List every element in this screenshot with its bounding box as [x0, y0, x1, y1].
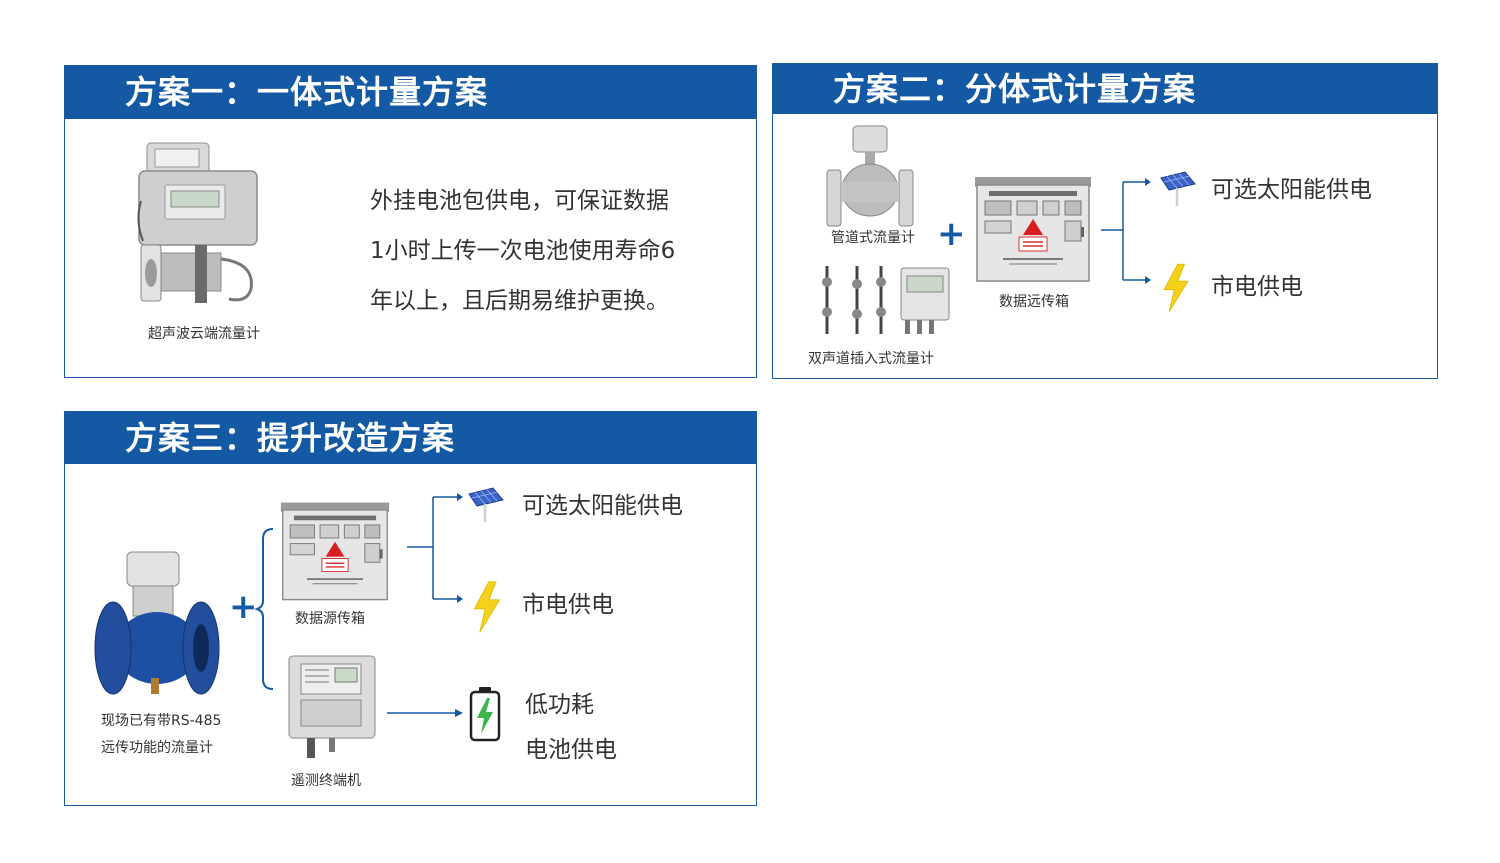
plus-icon: + — [229, 587, 258, 627]
description-line-2: 1小时上传一次电池使用寿命6 — [370, 238, 676, 264]
pipe-meter-icon — [826, 125, 914, 227]
battery-icon — [469, 687, 501, 742]
panel-title: 方案三：提升改造方案 — [65, 412, 756, 464]
battery-label-line-2: 电池供电 — [525, 737, 617, 763]
insert-meter-icon — [822, 266, 950, 334]
panel-upgrade-scheme: 方案三：提升改造方案 现场已有带RS-485 远传功能的流量计 + 数据源传箱 … — [64, 411, 757, 806]
blue-flow-meter-icon — [94, 551, 220, 695]
existing-meter-caption-2: 远传功能的流量计 — [101, 740, 213, 756]
panel-integrated-scheme: 方案一：一体式计量方案 超声波云端流量计 外挂电池包供电，可保证数据 1小时上传… — [64, 65, 757, 378]
battery-label-line-1: 低功耗 — [525, 692, 594, 718]
bracket-lines — [253, 528, 274, 690]
control-box-icon — [969, 175, 1097, 285]
description-line-3: 年以上，且后期易维护更换。 — [370, 288, 669, 314]
grid-power-label: 市电供电 — [1211, 274, 1303, 300]
panel-split-scheme: 方案二：分体式计量方案 管道式流量计 双声道插入式流量计 + 数据远传箱 可选太… — [772, 63, 1438, 379]
scheme-description: 外挂电池包供电，可保证数据 1小时上传一次电池使用寿命6 年以上，且后期易维护更… — [370, 176, 750, 326]
description-line-1: 外挂电池包供电，可保证数据 — [370, 188, 669, 214]
grid-power-label: 市电供电 — [522, 592, 614, 618]
plus-icon: + — [937, 214, 966, 254]
panel-title: 方案二：分体式计量方案 — [773, 64, 1437, 114]
connector-lines — [407, 493, 463, 603]
data-box-caption: 数据源传箱 — [295, 611, 365, 627]
solar-power-label: 可选太阳能供电 — [522, 493, 683, 519]
solar-power-label: 可选太阳能供电 — [1211, 177, 1372, 203]
panel-title: 方案一：一体式计量方案 — [65, 66, 756, 119]
existing-meter-caption-1: 现场已有带RS-485 — [101, 713, 222, 729]
insert-meter-caption: 双声道插入式流量计 — [808, 351, 934, 367]
arrow-to-battery — [387, 709, 463, 717]
lightning-icon — [1159, 260, 1193, 316]
control-box-icon — [279, 500, 391, 604]
terminal-caption: 遥测终端机 — [291, 773, 361, 789]
data-box-caption: 数据远传箱 — [999, 294, 1069, 310]
solar-panel-icon — [1157, 168, 1197, 208]
ultrasonic-meter-caption: 超声波云端流量计 — [148, 326, 260, 342]
connector-lines — [1101, 178, 1151, 284]
ultrasonic-meter-icon — [137, 142, 258, 303]
pipe-meter-caption: 管道式流量计 — [831, 230, 915, 246]
solar-panel-icon — [465, 484, 505, 524]
lightning-icon — [469, 578, 505, 636]
rtu-terminal-icon — [288, 655, 376, 758]
